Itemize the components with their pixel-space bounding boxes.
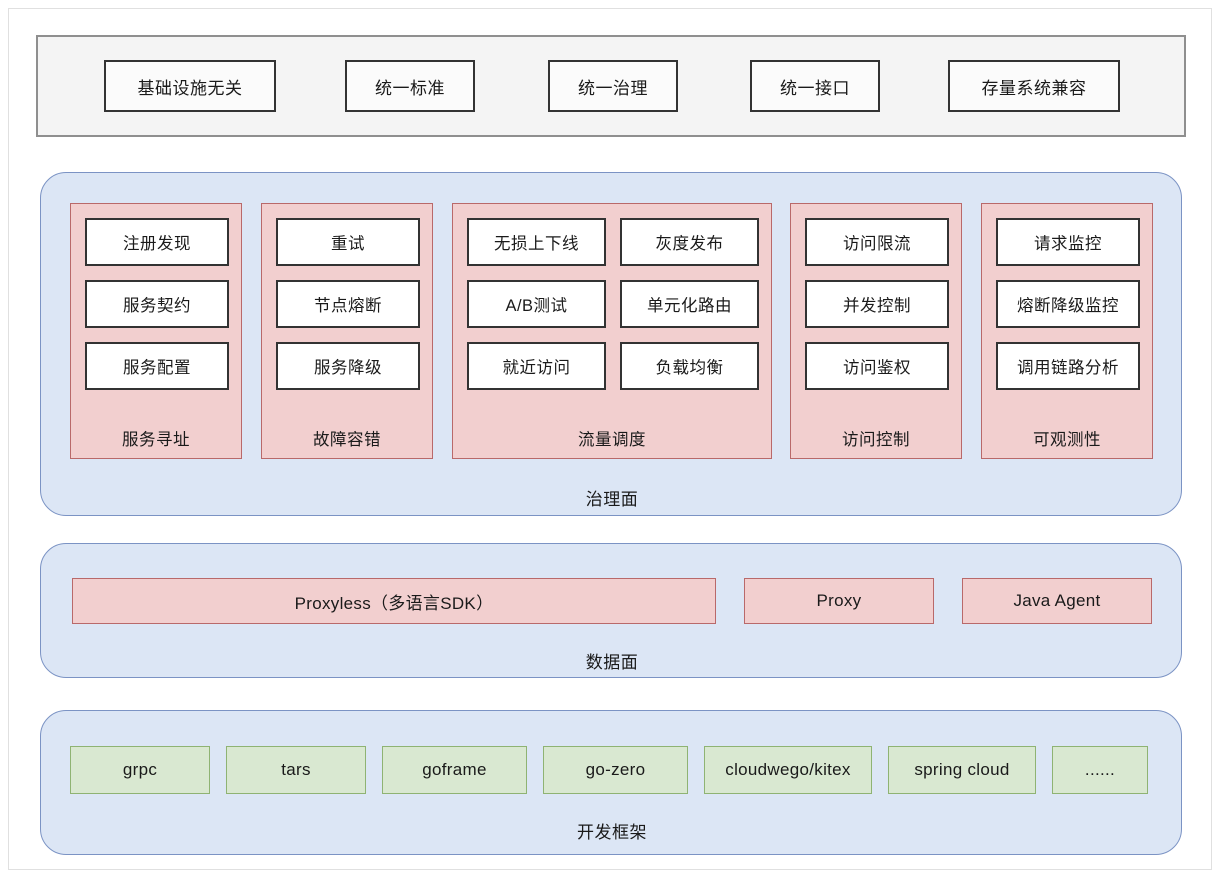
capability-box: 灰度发布: [620, 218, 759, 266]
capability-box: A/B测试: [467, 280, 606, 328]
capability-box: 熔断降级监控: [996, 280, 1140, 328]
layer-label-development-framework: 开发框架: [577, 823, 647, 842]
capability-group-label: 服务寻址: [122, 431, 190, 449]
framework-label: spring cloud: [914, 760, 1010, 779]
framework-label: grpc: [122, 760, 158, 779]
capability-label: 访问鉴权: [843, 359, 911, 377]
capability-label: 访问限流: [843, 235, 911, 253]
design-principle-label: 统一治理: [578, 78, 648, 98]
capability-label: 就近访问: [502, 359, 571, 377]
capability-group-label: 可观测性: [1033, 431, 1101, 449]
data-plane-component: Java Agent: [962, 578, 1152, 624]
design-principle-box: 统一治理: [548, 60, 678, 112]
data-plane-component-label: Java Agent: [1013, 591, 1101, 610]
capability-label: 熔断降级监控: [1017, 297, 1119, 315]
capability-box: 重试: [276, 218, 420, 266]
capability-group: 重试节点熔断服务降级故障容错: [261, 203, 433, 459]
data-plane-component-label: Proxy: [816, 591, 862, 610]
capability-box: 服务契约: [85, 280, 229, 328]
framework-label: goframe: [422, 760, 487, 779]
design-principle-box: 存量系统兼容: [948, 60, 1120, 112]
framework-box: grpc: [70, 746, 210, 794]
capability-label: 调用链路分析: [1017, 359, 1119, 377]
framework-box: tars: [226, 746, 366, 794]
capability-group: 无损上下线 灰度发布 A/B测试 单元化路由就近访问 负载均衡流量调度: [452, 203, 772, 459]
capability-label: A/B测试: [505, 297, 568, 315]
design-principle-label: 基础设施无关: [137, 78, 243, 98]
framework-box: ......: [1052, 746, 1148, 794]
capability-box: 节点熔断: [276, 280, 420, 328]
capability-label: 并发控制: [843, 297, 911, 315]
design-principle-label: 统一接口: [780, 78, 850, 98]
design-principle-box: 统一接口: [750, 60, 880, 112]
data-plane-component: Proxyless（多语言SDK）: [72, 578, 716, 624]
capability-box: 就近访问: [467, 342, 606, 390]
capability-label: 单元化路由: [647, 297, 732, 315]
capability-group: 注册发现服务契约服务配置服务寻址: [70, 203, 242, 459]
capability-box: 负载均衡: [620, 342, 759, 390]
capability-box: 请求监控: [996, 218, 1140, 266]
framework-box: go-zero: [543, 746, 688, 794]
design-principle-label: 统一标准: [375, 78, 445, 98]
capability-label: 服务契约: [123, 297, 191, 315]
data-plane-component-label: Proxyless（多语言SDK）: [294, 593, 494, 613]
capability-group-label: 故障容错: [313, 431, 381, 449]
data-plane-component: Proxy: [744, 578, 934, 624]
framework-box: cloudwego/kitex: [704, 746, 872, 794]
framework-label: tars: [281, 760, 311, 779]
capability-group: 请求监控熔断降级监控调用链路分析可观测性: [981, 203, 1153, 459]
framework-box: spring cloud: [888, 746, 1036, 794]
design-principle-label: 存量系统兼容: [981, 78, 1087, 98]
capability-box: 服务降级: [276, 342, 420, 390]
capability-group: 访问限流并发控制访问鉴权访问控制: [790, 203, 962, 459]
capability-label: 服务配置: [123, 359, 191, 377]
capability-label: 重试: [331, 235, 365, 253]
capability-box: 单元化路由: [620, 280, 759, 328]
capability-label: 无损上下线: [494, 235, 579, 253]
capability-label: 请求监控: [1034, 235, 1102, 253]
layer-label-governance-plane: 治理面: [585, 490, 639, 509]
framework-label: go-zero: [585, 760, 646, 779]
capability-label: 注册发现: [123, 235, 191, 253]
capability-box: 并发控制: [805, 280, 949, 328]
capability-box: 服务配置: [85, 342, 229, 390]
framework-label: cloudwego/kitex: [725, 760, 851, 779]
framework-box: goframe: [382, 746, 527, 794]
capability-label: 服务降级: [314, 359, 382, 377]
capability-box: 访问鉴权: [805, 342, 949, 390]
capability-label: 节点熔断: [314, 297, 382, 315]
capability-box: 注册发现: [85, 218, 229, 266]
capability-group-label: 流量调度: [578, 431, 646, 449]
capability-group-label: 访问控制: [842, 431, 910, 449]
framework-label: ......: [1084, 760, 1116, 779]
capability-box: 无损上下线: [467, 218, 606, 266]
capability-box: 访问限流: [805, 218, 949, 266]
design-principle-box: 基础设施无关: [104, 60, 276, 112]
layer-label-data-plane: 数据面: [585, 653, 639, 672]
capability-box: 调用链路分析: [996, 342, 1140, 390]
capability-label: 负载均衡: [655, 359, 724, 377]
design-principle-box: 统一标准: [345, 60, 475, 112]
capability-label: 灰度发布: [655, 235, 724, 253]
